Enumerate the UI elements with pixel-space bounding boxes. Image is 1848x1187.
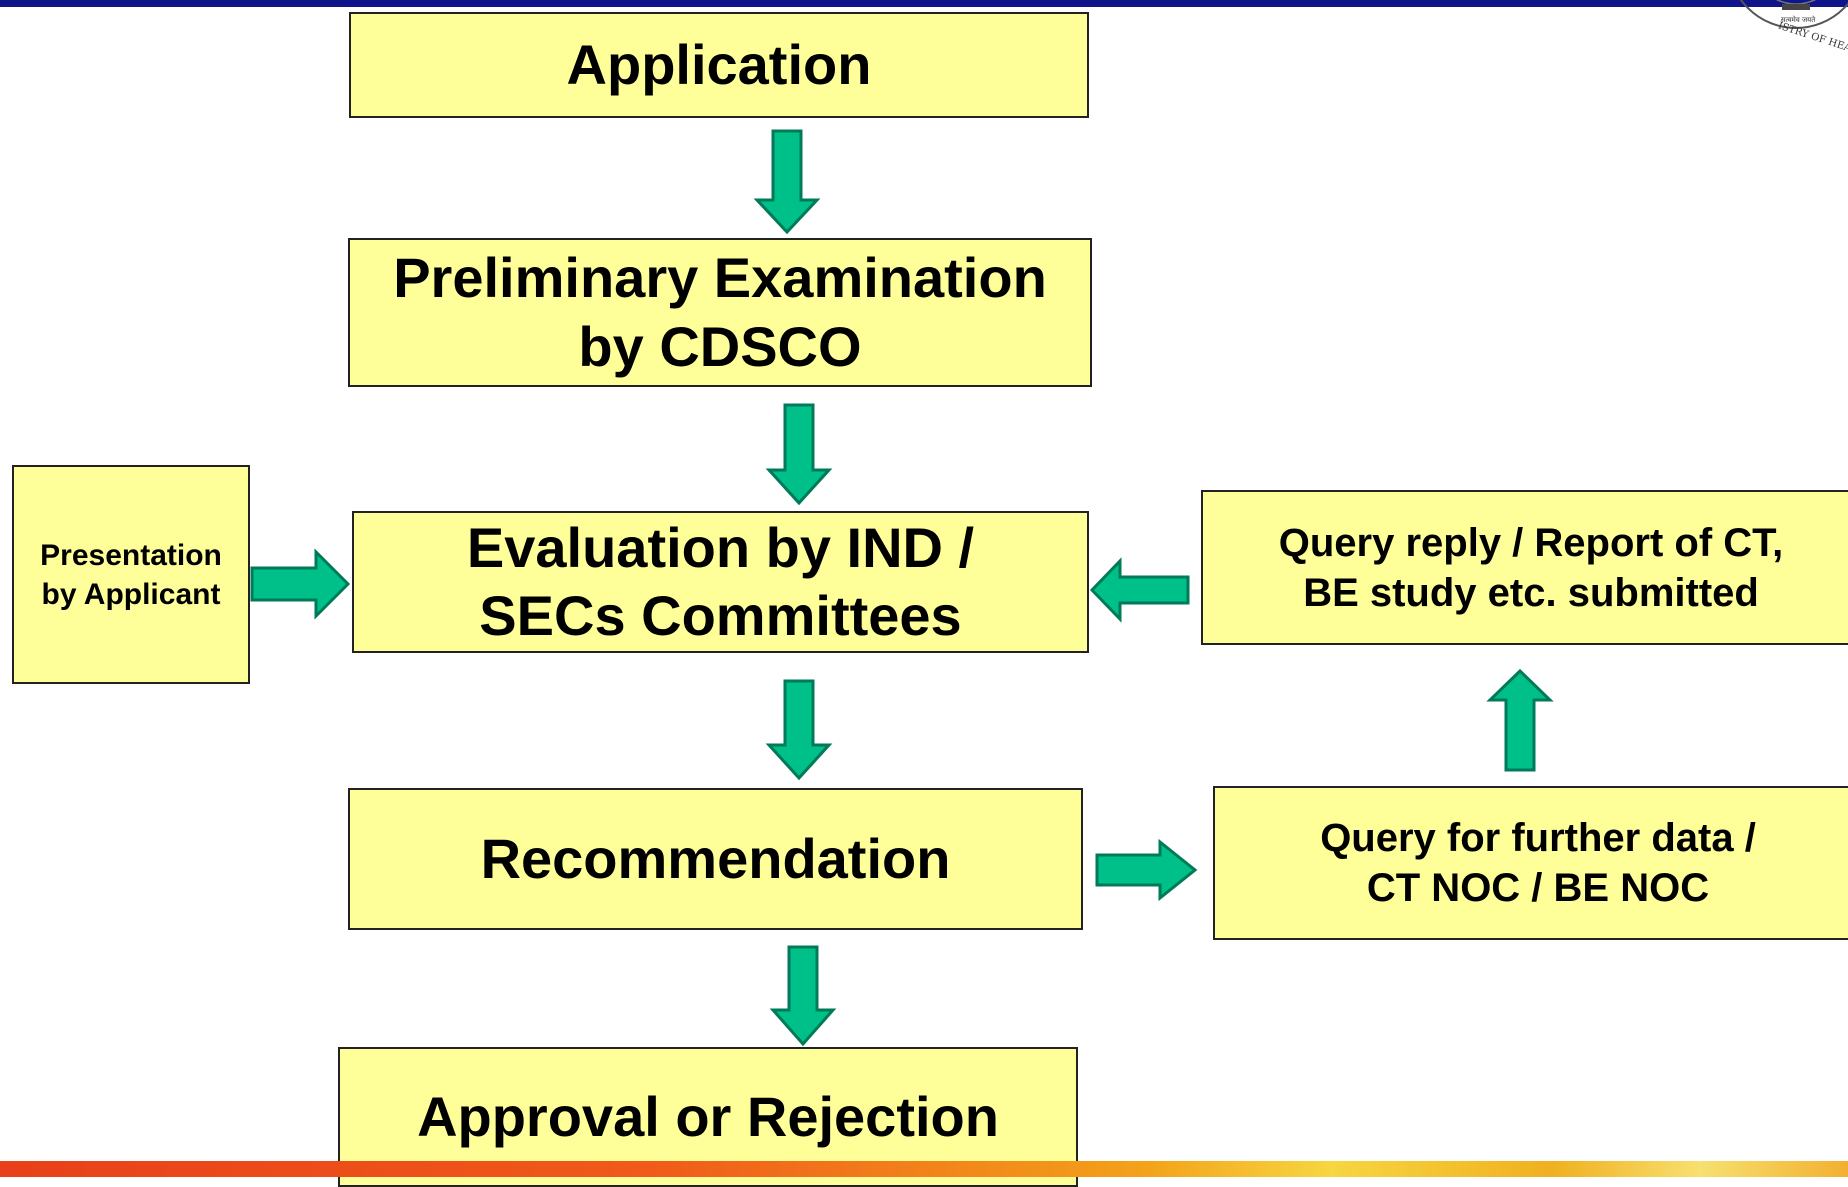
presentation-by-applicant-box: Presentation by Applicant (12, 465, 250, 684)
arrow-down-evaluation-to-recommendation (765, 679, 833, 781)
arrow-right-recommendation-to-query (1095, 838, 1198, 902)
recommendation-box: Recommendation (348, 788, 1083, 930)
query-reply-box: Query reply / Report of CT, BE study etc… (1201, 490, 1848, 645)
arrow-down-recommendation-to-approval (769, 945, 837, 1047)
evaluation-box: Evaluation by IND / SECs Committees (352, 511, 1089, 653)
arrow-right-presentation-to-evaluation (250, 548, 351, 620)
emblem-motto: सत्यमेव जयते (1781, 15, 1816, 24)
arrow-up-query-to-queryreply (1486, 668, 1554, 772)
emblem-ring-text: ISTRY OF HEALTH, GOVERN (1777, 21, 1848, 50)
arrow-left-queryreply-to-evaluation (1089, 557, 1190, 623)
footer-gradient-bar (0, 1161, 1848, 1177)
preliminary-examination-box: Preliminary Examination by CDSCO (348, 238, 1092, 387)
header-bar (0, 0, 1848, 7)
arrow-down-preliminary-to-evaluation (765, 403, 833, 506)
query-further-data-box: Query for further data / CT NOC / BE NOC (1213, 786, 1848, 940)
application-box: Application (349, 12, 1089, 118)
ministry-emblem-icon: सत्यमेव जयते ISTRY OF HEALTH, GOVERN (1739, 0, 1848, 50)
arrow-down-application-to-preliminary (753, 129, 821, 235)
